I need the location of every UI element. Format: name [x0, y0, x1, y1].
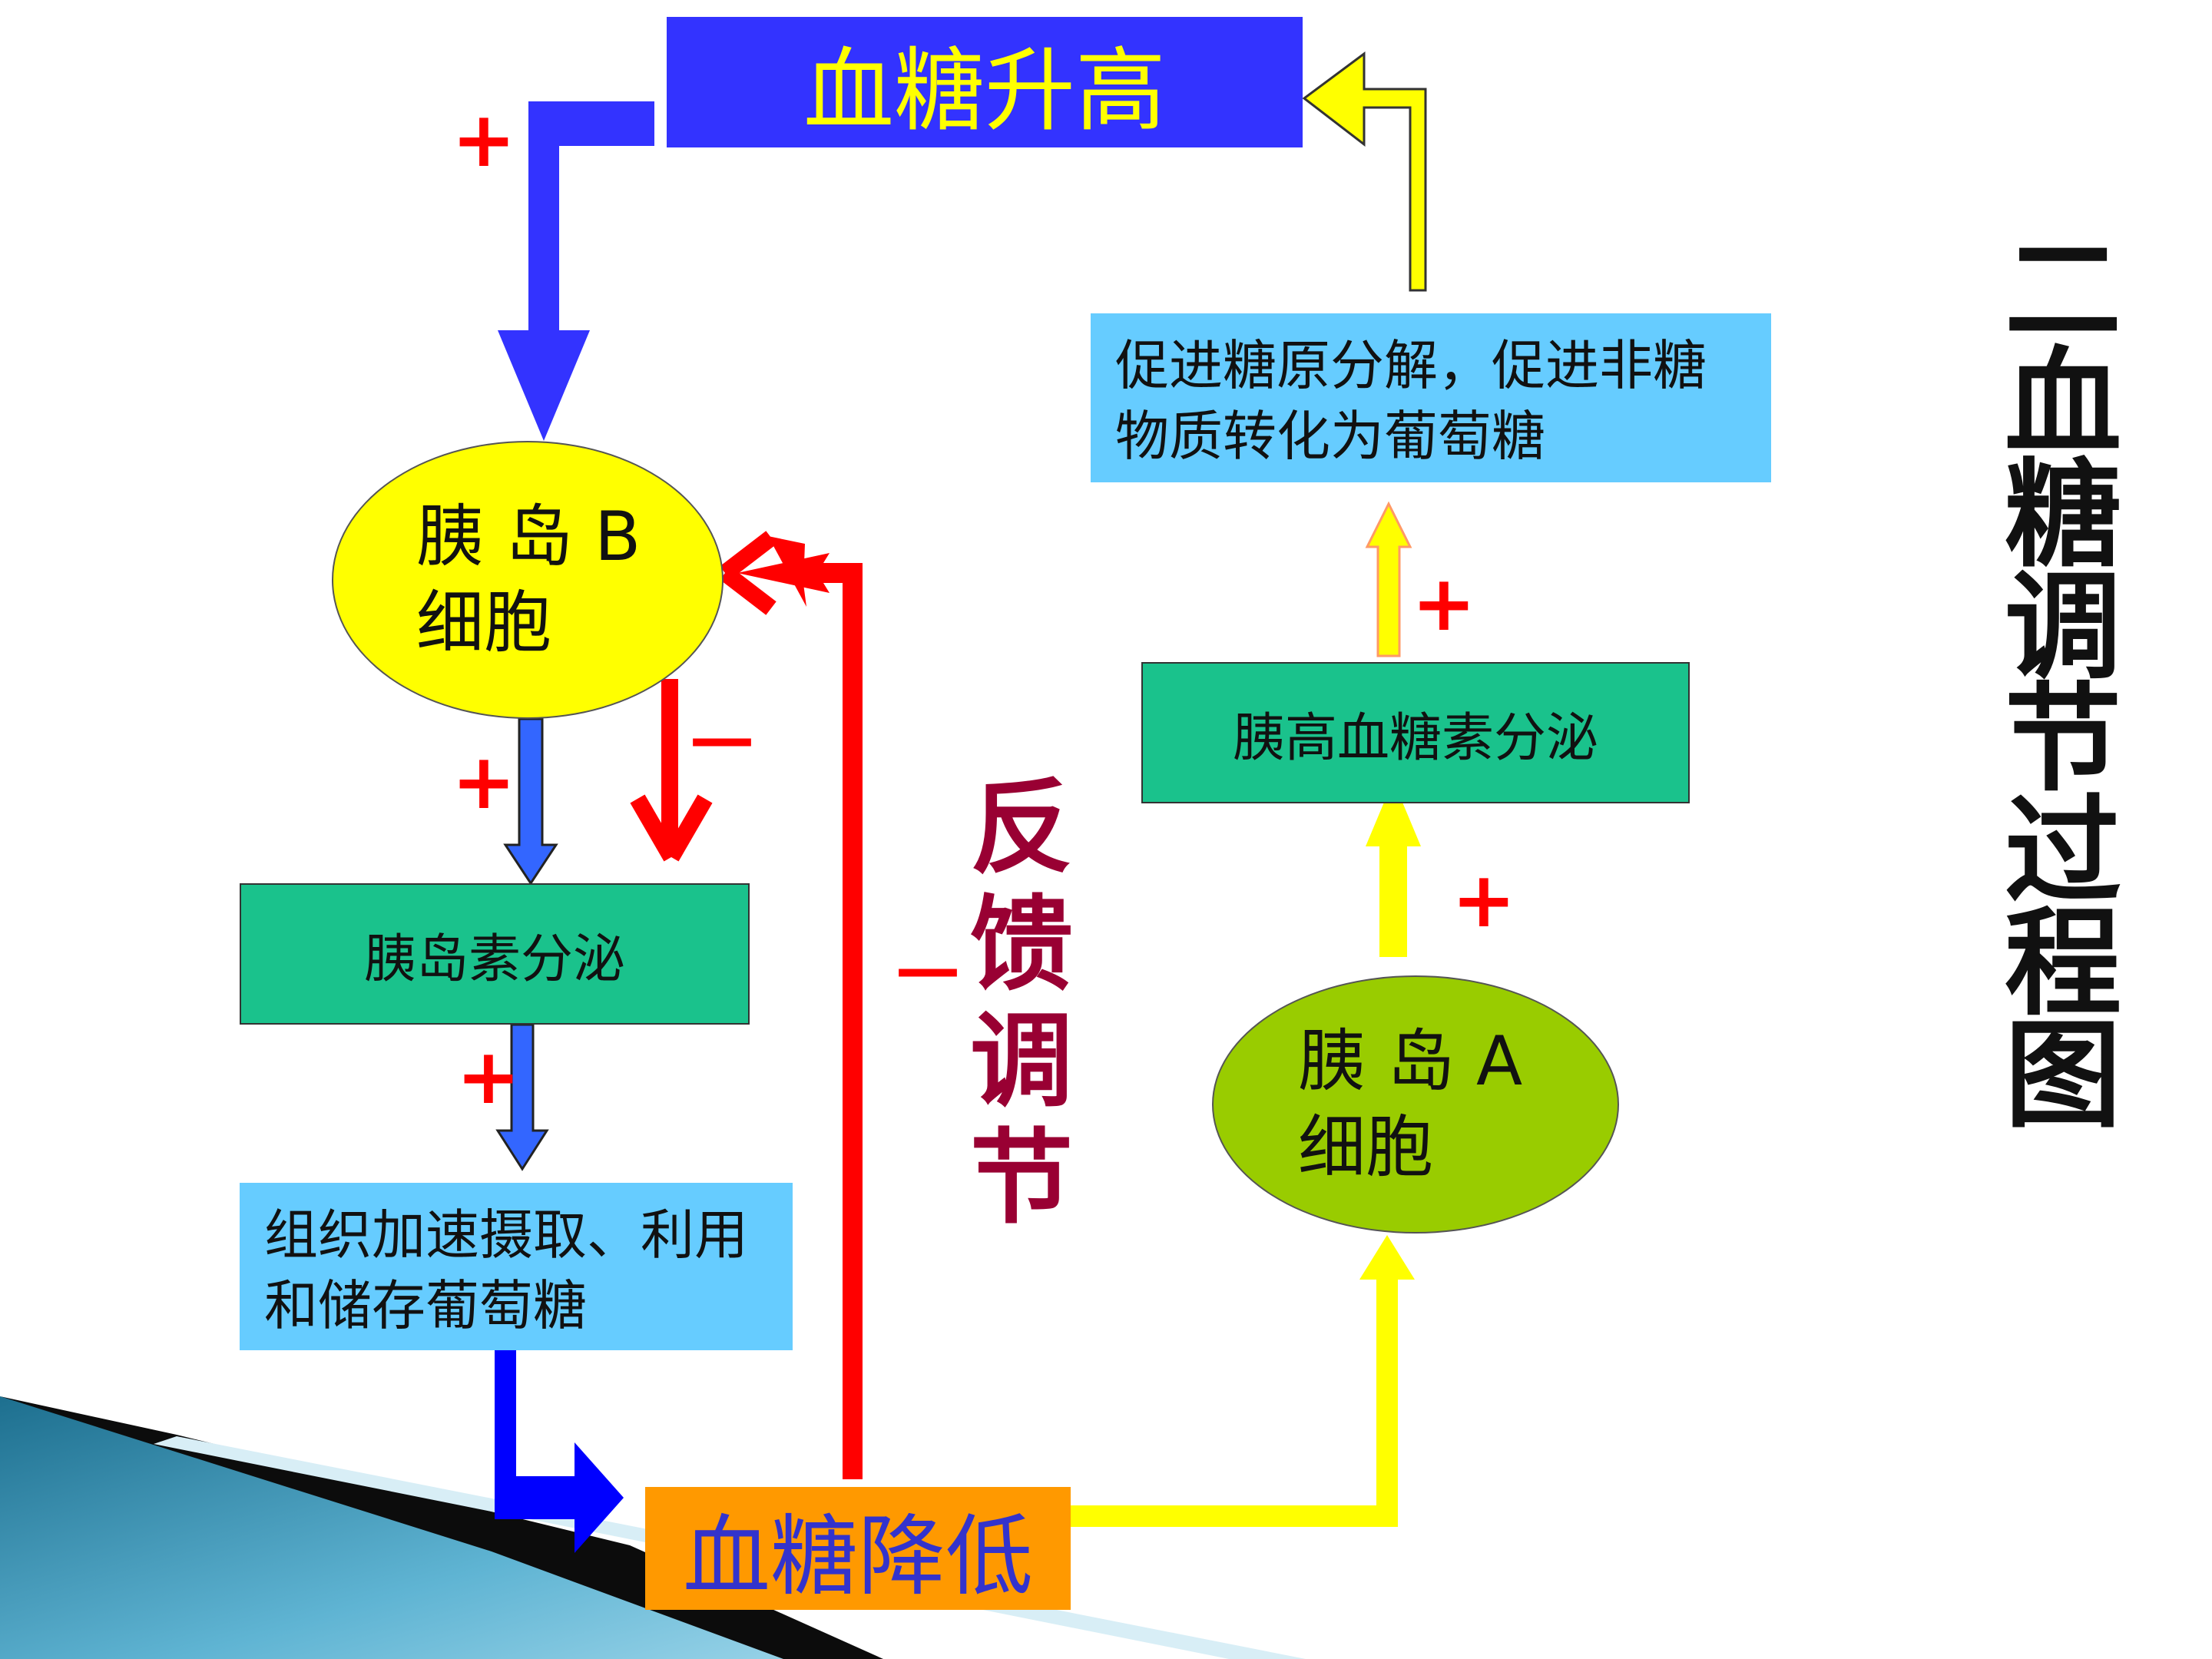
plus-sign-top: + [452, 94, 516, 184]
arrow-cell-a-to-glucagon [1366, 780, 1421, 957]
plus-sign-insulin: + [456, 1031, 521, 1121]
title-char: 糖 [2005, 447, 2121, 583]
minus-sign-feedback: － [889, 930, 966, 1020]
insulin-secretion-label: 胰岛素分泌 [363, 929, 625, 990]
islet-a-cell: 胰 岛 A 细胞 [1212, 975, 1619, 1233]
islet-a-cell-line2: 细胞 [1298, 1108, 1434, 1187]
plus-sign-glucagon: + [1412, 558, 1476, 648]
islet-a-cell-line1: 胰 岛 A [1298, 1022, 1523, 1101]
title-char: 二 [2005, 223, 2121, 359]
tissue-uptake-line2: 和储存葡萄糖 [264, 1274, 587, 1337]
minus-sign-inhibit: － [684, 700, 760, 790]
arrow-insulin-to-tissue [495, 1023, 549, 1171]
islet-b-cell: 胰 岛 B 细胞 [332, 441, 724, 719]
glycogenolysis-line2: 物质转化为葡萄糖 [1115, 405, 1545, 468]
title-char: 图 [2005, 1008, 2121, 1144]
feedback-char: 反 [969, 768, 1073, 888]
feedback-char: 馈 [969, 885, 1073, 1005]
islet-b-cell-line2: 细胞 [416, 583, 552, 662]
blood-sugar-fall-box: 血糖降低 [645, 1487, 1071, 1610]
arrow-cell-b-to-insulin [503, 717, 558, 886]
blood-sugar-fall-label: 血糖降低 [682, 1505, 1033, 1608]
arrow-tissue-to-bottom [495, 1350, 624, 1553]
title-char: 调 [2005, 559, 2121, 695]
plus-sign-cell-a: + [1452, 855, 1516, 945]
islet-b-cell-line1: 胰 岛 B [416, 497, 641, 576]
insulin-secretion-box: 胰岛素分泌 [240, 883, 750, 1025]
feedback-char: 节 [969, 1118, 1073, 1238]
title-char: 节 [2005, 671, 2121, 807]
blood-sugar-rise-box: 血糖升高 [667, 17, 1303, 147]
arrow-feedback-to-cell-b [793, 563, 863, 1479]
title-char: 程 [2005, 896, 2121, 1031]
feedback-label: 反 馈 调 节 [960, 770, 1083, 1237]
glucagon-secretion-label: 胰高血糖素分泌 [1232, 707, 1598, 769]
glycogenolysis-line1: 促进糖原分解，促进非糖 [1115, 334, 1707, 397]
feedback-char: 调 [969, 1002, 1073, 1121]
tissue-uptake-line1: 组织加速摄取、利用 [264, 1204, 748, 1267]
glycogenolysis-box: 促进糖原分解，促进非糖 物质转化为葡萄糖 [1091, 313, 1771, 482]
page-title: 二 血 糖 调 节 过 程 图 [2005, 223, 2121, 1144]
title-char: 血 [2005, 335, 2121, 471]
glucagon-secretion-box: 胰高血糖素分泌 [1141, 662, 1690, 803]
arrow-top-to-cell-b [498, 101, 654, 441]
arrow-glucagon-to-glyco [1365, 501, 1412, 657]
title-char: 过 [2005, 783, 2121, 919]
tissue-uptake-box: 组织加速摄取、利用 和储存葡萄糖 [240, 1183, 793, 1350]
blood-sugar-rise-label: 血糖升高 [803, 37, 1166, 144]
plus-sign-cell-b: + [452, 737, 516, 826]
arrow-bottom-to-cell-a [1071, 1235, 1415, 1527]
